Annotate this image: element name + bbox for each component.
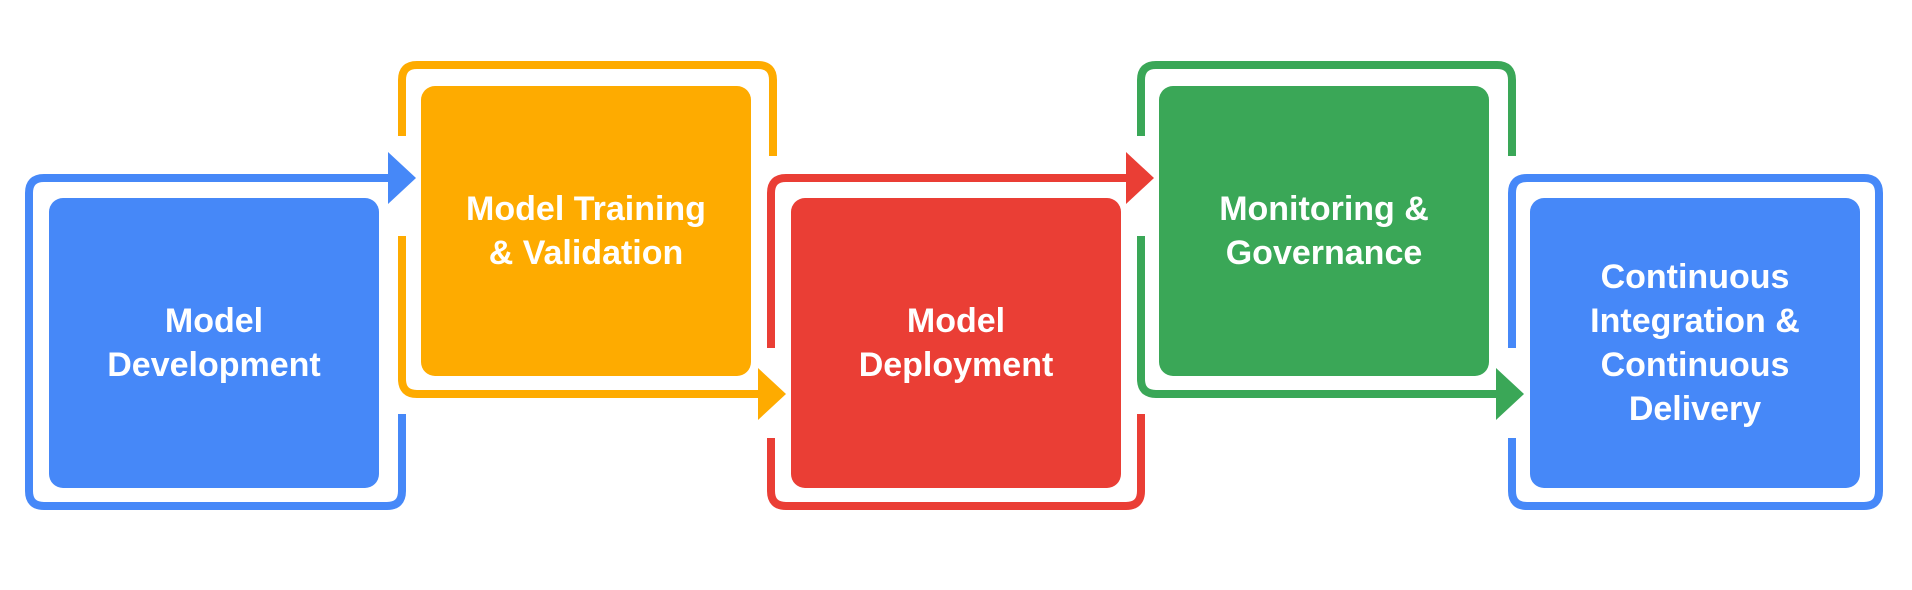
frame-step-4 [1137, 61, 1516, 156]
step-model-development: Model Development [49, 198, 379, 488]
arrow-step-4-to-5 [1496, 368, 1524, 420]
frame-step-4-lower [1137, 236, 1500, 398]
step-label: Model Development [107, 302, 321, 384]
frame-step-5 [1508, 174, 1883, 510]
frame-step-2 [398, 61, 777, 156]
frame-step-2-lower [398, 236, 762, 398]
arrow-step-1-to-2 [388, 152, 416, 204]
step-ci-cd: Continuous Integration & Continuous Deli… [1530, 198, 1860, 488]
step-label: Monitoring & Governance [1219, 190, 1429, 272]
step-label: Model Training & Validation [466, 190, 706, 272]
step-label: Model Deployment [858, 302, 1054, 384]
frame-step-1 [25, 174, 406, 510]
arrow-step-3-to-4 [1126, 152, 1154, 204]
step-monitoring-governance: Monitoring & Governance [1159, 86, 1489, 376]
step-model-deployment: Model Deployment [791, 198, 1121, 488]
step-model-training-validation: Model Training & Validation [421, 86, 751, 376]
frame-step-3-lower [767, 414, 1145, 510]
arrow-step-2-to-3 [758, 368, 786, 420]
step-label: Continuous Integration & Continuous Deli… [1590, 258, 1800, 428]
frame-step-3 [767, 174, 1130, 348]
